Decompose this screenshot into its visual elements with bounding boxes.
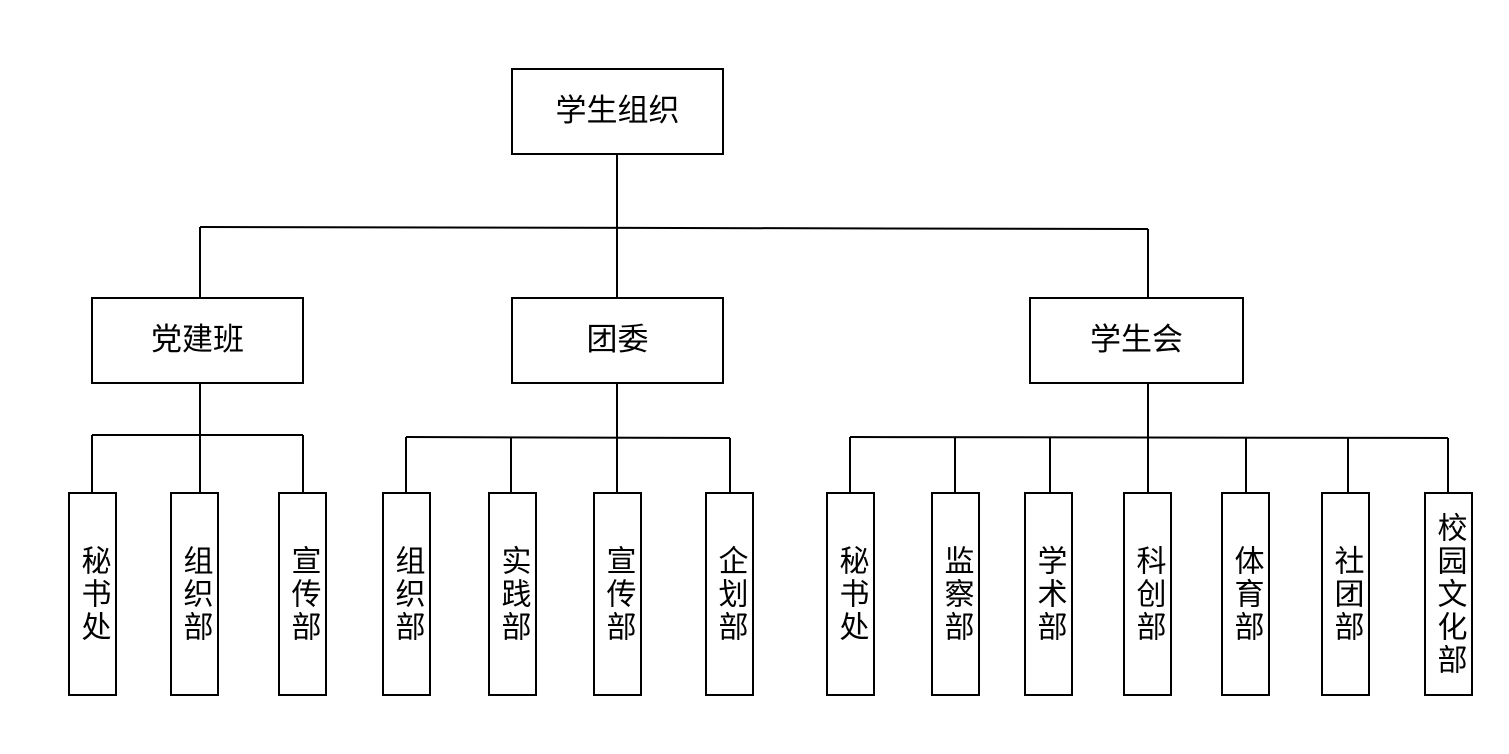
department-node: 宣传部 <box>278 492 327 696</box>
department-label: 秘书处 <box>75 544 111 644</box>
department-label: 体育部 <box>1228 544 1264 644</box>
branch-node-party: 党建班 <box>91 297 304 384</box>
branch-node-union: 学生会 <box>1029 297 1244 384</box>
department-label: 企划部 <box>712 544 748 644</box>
branch-label: 学生会 <box>1090 322 1183 358</box>
department-node: 学术部 <box>1024 492 1073 696</box>
department-label: 宣传部 <box>285 544 321 644</box>
branch-label: 党建班 <box>151 322 244 358</box>
department-node: 监察部 <box>931 492 980 696</box>
department-label: 组织部 <box>389 544 425 644</box>
department-label: 社团部 <box>1328 544 1364 644</box>
root-node: 学生组织 <box>511 68 724 155</box>
department-node: 企划部 <box>705 492 754 696</box>
branch-node-league: 团委 <box>511 297 724 384</box>
department-node: 校园文化部 <box>1424 492 1473 696</box>
department-node: 社团部 <box>1321 492 1370 696</box>
department-node: 体育部 <box>1221 492 1270 696</box>
department-node: 科创部 <box>1123 492 1172 696</box>
root-label: 学生组织 <box>555 93 680 129</box>
department-node: 秘书处 <box>826 492 875 696</box>
department-label: 科创部 <box>1130 544 1166 644</box>
connector-line <box>199 226 1149 230</box>
connector-line <box>405 436 731 439</box>
department-node: 组织部 <box>382 492 431 696</box>
department-label: 实践部 <box>495 544 531 644</box>
department-node: 宣传部 <box>593 492 642 696</box>
department-node: 实践部 <box>488 492 537 696</box>
department-label: 学术部 <box>1031 544 1067 644</box>
department-label: 监察部 <box>938 544 974 644</box>
department-label: 秘书处 <box>833 544 869 644</box>
department-node: 组织部 <box>170 492 219 696</box>
connector-line <box>849 436 1449 439</box>
department-label: 校园文化部 <box>1431 511 1467 677</box>
department-node: 秘书处 <box>68 492 117 696</box>
branch-label: 团委 <box>586 322 649 358</box>
department-label: 组织部 <box>177 544 213 644</box>
department-label: 宣传部 <box>600 544 636 644</box>
